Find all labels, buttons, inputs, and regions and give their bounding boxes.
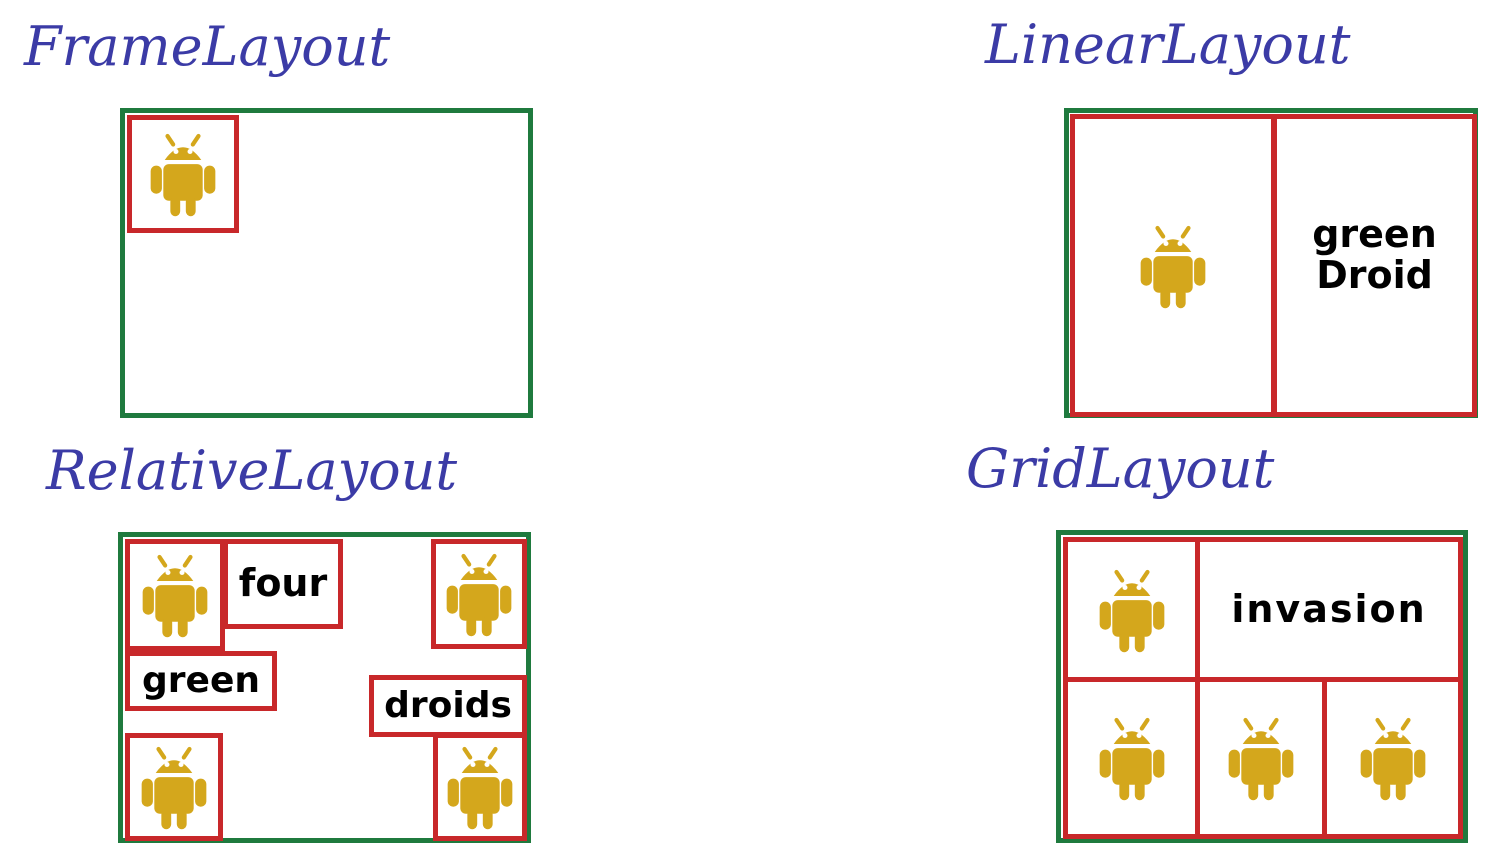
android-droid-icon: [1097, 565, 1167, 655]
android-droid-icon: [444, 549, 514, 639]
four-text: four: [238, 561, 328, 606]
linear-layout-text: green Droid: [1277, 211, 1472, 298]
android-droid-icon: [139, 742, 209, 832]
frame-layout-container: [120, 108, 533, 418]
grid-layout-cell-r1c1: [1063, 537, 1200, 682]
grid-layout-container: invasion: [1056, 530, 1468, 843]
grid-layout-cell-r2c3: [1322, 677, 1463, 839]
android-droid-icon: [1358, 713, 1428, 803]
linear-layout-child-2: green Droid: [1272, 114, 1477, 417]
grid-layout-cell-r2c2: [1195, 677, 1327, 839]
relative-layout-droid-bottom-right: [433, 733, 527, 841]
linear-layout-child-1: [1070, 114, 1276, 417]
droids-text: droids: [384, 685, 512, 727]
green-text: green: [1312, 211, 1437, 256]
android-droid-icon: [140, 550, 210, 640]
relative-layout-title: RelativeLayout: [46, 439, 458, 502]
android-droid-icon: [1097, 713, 1167, 803]
android-droid-icon: [148, 129, 218, 219]
android-droid-icon: [1226, 713, 1296, 803]
frame-layout-child: [127, 115, 239, 233]
relative-layout-label-four: four: [223, 539, 343, 629]
green-text: green: [142, 660, 260, 702]
relative-layout-droid-top-right: [431, 539, 527, 649]
droid-text: Droid: [1316, 253, 1433, 298]
linear-layout-container: green Droid: [1064, 108, 1478, 418]
frame-layout-title: FrameLayout: [24, 15, 391, 78]
invasion-text: invasion: [1231, 586, 1427, 631]
relative-layout-droid-bottom-left: [125, 733, 223, 841]
grid-layout-title: GridLayout: [966, 437, 1275, 500]
relative-layout-droid-top-left: [125, 539, 225, 651]
android-droid-icon: [1138, 221, 1208, 311]
grid-layout-cell-r1c2: invasion: [1195, 537, 1463, 682]
linear-layout-title: LinearLayout: [985, 13, 1351, 76]
relative-layout-container: four green droids: [118, 532, 531, 843]
android-droid-icon: [445, 742, 515, 832]
relative-layout-label-green: green: [125, 651, 277, 711]
grid-layout-cell-r2c1: [1063, 677, 1200, 839]
relative-layout-label-droids: droids: [369, 675, 527, 737]
